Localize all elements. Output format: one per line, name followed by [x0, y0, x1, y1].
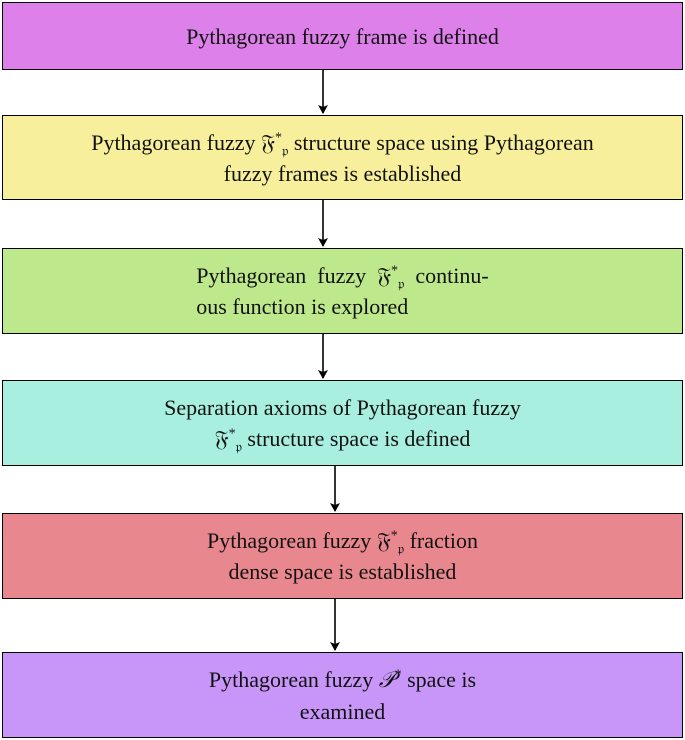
step-5-text: Pythagorean fuzzy 𝔉*𝔭 fraction dense spa… — [207, 525, 478, 587]
step-2-line-2: fuzzy frames is established — [91, 158, 594, 189]
step-5-line-2-text: dense space is established — [228, 559, 457, 584]
step-4-text: Separation axioms of Pythagorean fuzzy 𝔉… — [164, 392, 521, 456]
superscript-star: * — [391, 263, 399, 279]
step-3-line-2: ous function is explored — [196, 291, 488, 322]
superscript-star: * — [394, 667, 402, 683]
step-5-line-1: Pythagorean fuzzy 𝔉*𝔭 fraction — [206, 525, 478, 558]
subscript-p: 𝔭 — [398, 277, 405, 293]
calligraphic-p-symbol: 𝒫 — [378, 667, 395, 693]
step-2-text: Pythagorean fuzzy 𝔉*𝔭 structure space us… — [91, 127, 594, 189]
fraktur-f-symbol: 𝔉 — [376, 528, 391, 553]
superscript-star: * — [228, 426, 236, 442]
step-5-line-1-pre: Pythagorean fuzzy — [206, 528, 377, 553]
subscript-p: 𝔭 — [281, 143, 289, 159]
step-3-line-1-post: continu- — [404, 263, 489, 288]
step-6-line-1-post: space is — [401, 666, 477, 692]
step-2-line-2-text: fuzzy frames is established — [223, 160, 462, 186]
step-4-line-1: Separation axioms of Pythagorean fuzzy — [164, 392, 521, 423]
step-6-line-1-pre: Pythagorean fuzzy — [208, 666, 379, 692]
step-3-box: Pythagorean fuzzy 𝔉*𝔭 continu- ous funct… — [2, 248, 683, 334]
step-1-line-1-text: Pythagorean fuzzy frame is defined — [186, 23, 499, 49]
step-6-box: Pythagorean fuzzy 𝒫* space is examined — [2, 652, 683, 738]
step-2-line-1-post: structure space using Pythagorean — [288, 129, 594, 155]
step-2-box: Pythagorean fuzzy 𝔉*𝔭 structure space us… — [2, 115, 683, 200]
subscript-p: 𝔭 — [235, 440, 242, 456]
step-6-text: Pythagorean fuzzy 𝒫* space is examined — [209, 664, 476, 727]
superscript-star: * — [390, 528, 398, 544]
fraktur-f-symbol: 𝔉 — [377, 263, 392, 288]
step-5-box: Pythagorean fuzzy 𝔉*𝔭 fraction dense spa… — [2, 513, 683, 599]
fraktur-f-symbol: 𝔉 — [261, 129, 275, 155]
step-6-line-1: Pythagorean fuzzy 𝒫* space is — [209, 664, 476, 696]
step-4-line-2: 𝔉*𝔭 structure space is defined — [164, 423, 521, 456]
subscript-p: 𝔭 — [397, 542, 405, 558]
step-4-line-2-post: structure space is defined — [241, 426, 471, 451]
step-2-line-1: Pythagorean fuzzy 𝔉*𝔭 structure space us… — [91, 127, 594, 159]
step-5-line-2: dense space is established — [207, 556, 478, 587]
step-5-line-1-post: fraction — [404, 528, 478, 553]
superscript-star: * — [274, 130, 282, 146]
step-6-line-2-text: examined — [299, 698, 386, 724]
step-3-line-1: Pythagorean fuzzy 𝔉*𝔭 continu- — [196, 260, 489, 293]
step-3-text: Pythagorean fuzzy 𝔉*𝔭 continu- ous funct… — [196, 260, 488, 322]
step-4-line-1-text: Separation axioms of Pythagorean fuzzy — [164, 395, 521, 420]
step-2-line-1-pre: Pythagorean fuzzy — [91, 129, 262, 155]
step-3-line-2-text: ous function is explored — [196, 294, 409, 319]
fraktur-f-symbol: 𝔉 — [214, 426, 229, 451]
step-1-line-1: Pythagorean fuzzy frame is defined — [186, 21, 499, 52]
step-6-line-2: examined — [209, 696, 476, 727]
step-1-box: Pythagorean fuzzy frame is defined — [2, 2, 683, 70]
step-3-line-1-pre: Pythagorean fuzzy — [196, 263, 378, 288]
step-4-box: Separation axioms of Pythagorean fuzzy 𝔉… — [2, 380, 683, 466]
step-1-text: Pythagorean fuzzy frame is defined — [186, 21, 499, 52]
